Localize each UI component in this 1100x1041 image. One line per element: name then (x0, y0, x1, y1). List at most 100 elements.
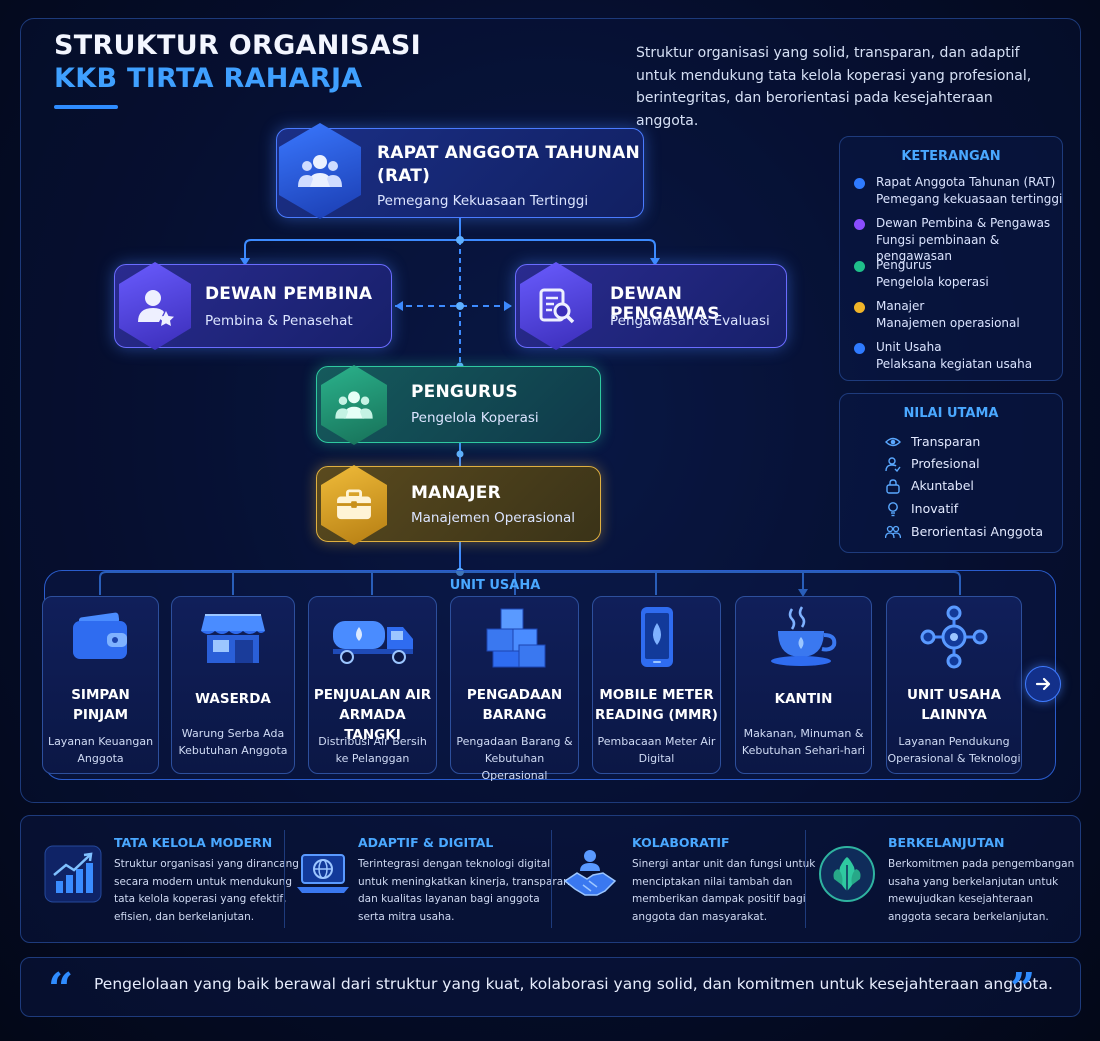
unit-name: PENGADAAN (466, 687, 563, 703)
values-panel: NILAI UTAMA Transparan Profesional Akunt… (839, 393, 1063, 553)
value-item: Inovatif (888, 501, 959, 517)
unit-card-penjualan-air[interactable]: PENJUALAN AIR ARMADA TANGKI Distribusi A… (308, 596, 437, 774)
briefcase-icon (321, 465, 387, 545)
unit-name: BARANG (482, 707, 547, 723)
quote-text: Pengelolaan yang baik berawal dari struk… (94, 975, 1053, 993)
unit-name: MOBILE METER (599, 687, 714, 703)
next-arrow-button[interactable] (1025, 666, 1061, 702)
unit-desc: Layanan Pendukung (898, 735, 1010, 748)
value-label: Akuntabel (911, 478, 974, 493)
value-label: Transparan (911, 434, 981, 449)
rat-title-line2: (RAT) (377, 166, 431, 186)
value-item: Transparan (885, 434, 981, 449)
pengurus-card[interactable]: PENGURUS Pengelola Koperasi (316, 365, 601, 445)
unit-desc: Pengadaan Barang & (456, 735, 573, 748)
unit-card-kantin[interactable]: KANTIN Makanan, Minuman & Kebutuhan Seha… (735, 596, 872, 774)
rat-card[interactable]: RAPAT ANGGOTA TAHUNAN (RAT) Pemegang Kek… (276, 123, 644, 219)
unit-name: PINJAM (72, 707, 129, 723)
feature-title: KOLABORATIF (632, 835, 730, 850)
wallet-icon (72, 612, 127, 659)
manajer-card[interactable]: MANAJER Manajemen Operasional (316, 465, 601, 545)
arrow-right-icon (1035, 677, 1051, 691)
unit-desc: Kebutuhan Operasional (481, 752, 548, 782)
value-label: Profesional (911, 456, 980, 471)
legend-dot (854, 343, 865, 354)
pengawas-card[interactable]: DEWAN PENGAWAS Pengawasan & Evaluasi (515, 262, 787, 350)
pengurus-title: PENGURUS (411, 382, 518, 402)
lightbulb-icon (888, 502, 898, 517)
pengawas-title: DEWAN PENGAWAS (610, 284, 720, 324)
rat-title-line1: RAPAT ANGGOTA TAHUNAN (377, 143, 640, 163)
group-icon (279, 123, 361, 219)
value-label: Berorientasi Anggota (911, 524, 1044, 539)
legend-title: KETERANGAN (901, 149, 1001, 164)
unit-name: UNIT USAHA (906, 687, 1002, 703)
legend-label: Unit Usaha (876, 340, 942, 354)
legend-desc: Pengelola koperasi (876, 274, 989, 289)
features-panel (20, 815, 1081, 943)
unit-name: ARMADA TANGKI (339, 707, 406, 743)
page-title: STRUKTUR ORGANISASI (54, 30, 422, 61)
unit-card-lainnya[interactable]: UNIT USAHA LAINNYA Layanan Pendukung Ope… (886, 596, 1022, 774)
pengawas-subtitle: Pengawasan & Evaluasi (610, 313, 770, 329)
value-label: Inovatif (911, 501, 959, 516)
unit-card-pengadaan[interactable]: PENGADAAN BARANG Pengadaan Barang & Kebu… (450, 596, 579, 782)
eye-icon (885, 437, 901, 447)
legend-label: Rapat Anggota Tahunan (RAT) (876, 175, 1056, 189)
title-underline (54, 105, 118, 109)
legend-dot (854, 302, 865, 313)
network-icon (920, 605, 988, 669)
handshake-icon (563, 850, 617, 896)
legend-dot (854, 219, 865, 230)
pengurus-subtitle: Pengelola Koperasi (411, 410, 539, 426)
unit-desc: Warung Serba Ada (181, 727, 285, 740)
quote-open-icon: “ (48, 964, 74, 1015)
quote-panel (20, 957, 1081, 1017)
value-item: Profesional (885, 456, 980, 472)
unit-desc: Kebutuhan Anggota (178, 744, 288, 757)
intro-text: Struktur organisasi yang solid, transpar… (636, 45, 1032, 129)
rat-subtitle: Pemegang Kekuasaan Tertinggi (377, 193, 589, 209)
legend-desc: Pelaksana kegiatan usaha (876, 356, 1033, 371)
legend-desc: Pemegang kekuasaan tertinggi (876, 191, 1063, 206)
unit-desc: Operasional & Teknologi (887, 752, 1021, 765)
legend-label: Dewan Pembina & Pengawas (876, 216, 1051, 230)
unit-desc: ke Pelanggan (335, 752, 410, 765)
legend-desc: Fungsi pembinaan & pengawasan (876, 232, 1000, 264)
unit-card-waserda[interactable]: WASERDA Warung Serba Ada Kebutuhan Anggo… (171, 596, 295, 774)
legend-panel: KETERANGAN Rapat Anggota Tahunan (RAT) Pe… (839, 136, 1063, 381)
unit-name: SIMPAN (71, 687, 130, 703)
unit-name: PENJUALAN AIR (313, 687, 432, 703)
manajer-subtitle: Manajemen Operasional (411, 510, 576, 526)
quote-close-icon: ” (1010, 964, 1036, 1015)
feature-title: ADAPTIF & DIGITAL (358, 835, 494, 850)
unit-desc: Makanan, Minuman & (743, 727, 864, 740)
value-item: Berorientasi Anggota (885, 524, 1044, 539)
person-check-icon (885, 457, 901, 472)
legend-desc: Manajemen operasional (876, 315, 1020, 330)
store-icon (201, 614, 265, 663)
unit-name: WASERDA (195, 691, 271, 707)
unit-usaha-label: UNIT USAHA (449, 578, 541, 593)
unit-name: READING (MMR) (595, 707, 718, 723)
unit-card-mmr[interactable]: MOBILE METER READING (MMR) Pembacaan Met… (592, 596, 721, 774)
unit-desc: Anggota (77, 752, 124, 765)
unit-name: LAINNYA (921, 707, 987, 723)
legend-label: Manajer (876, 299, 925, 313)
water-truck-icon (332, 621, 413, 664)
person-star-icon (119, 262, 191, 350)
lock-icon (886, 479, 900, 494)
unit-desc: Kebutuhan Sehari-hari (741, 744, 866, 757)
pembina-card[interactable]: DEWAN PEMBINA Pembina & Penasehat (114, 262, 392, 350)
unit-name: KANTIN (774, 691, 833, 707)
group-icon (321, 365, 387, 445)
legend-dot (854, 178, 865, 189)
unit-card-simpan-pinjam[interactable]: SIMPAN PINJAM Layanan Keuangan Anggota (42, 596, 159, 774)
coffee-cup-icon (770, 606, 836, 666)
feature-divider (551, 830, 552, 928)
pembina-title: DEWAN PEMBINA (205, 284, 373, 304)
